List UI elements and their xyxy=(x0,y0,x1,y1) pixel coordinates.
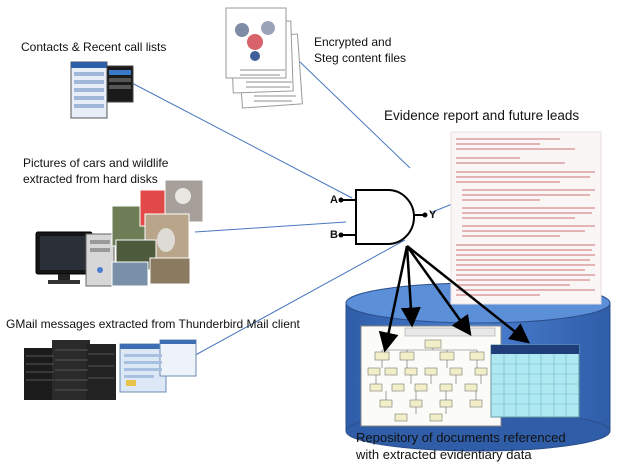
encrypted-label-line2: Steg content files xyxy=(314,51,407,65)
pictures-label-line2: extracted from hard disks xyxy=(23,172,158,186)
encrypted-label-line1: Encrypted and xyxy=(314,35,392,49)
connector-contacts xyxy=(129,81,353,199)
connector-lines xyxy=(129,61,463,359)
and-gate-icon xyxy=(338,189,428,245)
contacts-label: Contacts & Recent call lists xyxy=(21,40,167,54)
mail-client-icon xyxy=(119,339,197,393)
gate-input-a: A xyxy=(330,194,338,206)
connector-pictures xyxy=(194,221,347,233)
computer-tower-icon xyxy=(35,231,115,287)
evidence-report-document xyxy=(450,131,602,305)
pictures-label-line1: Pictures of cars and wildlife xyxy=(23,156,169,170)
repository-label-line1: Repository of documents referenced xyxy=(356,430,566,445)
output-arrows xyxy=(378,245,530,353)
phone-screenshots-icon xyxy=(70,61,134,119)
server-rack-icon xyxy=(24,340,116,400)
document-stack-icon xyxy=(225,7,303,109)
evidence-label: Evidence report and future leads xyxy=(384,108,580,123)
gmail-label: GMail messages extracted from Thunderbir… xyxy=(6,317,300,331)
connector-gmail xyxy=(189,239,406,359)
org-chart-icon xyxy=(360,325,502,427)
gate-input-b: B xyxy=(330,229,338,241)
photo-collage-icon xyxy=(111,179,204,287)
repository-label-line2: with extracted evidentiary data xyxy=(356,447,532,462)
gate-output-y: Y xyxy=(429,209,437,221)
connector-encrypted xyxy=(299,61,411,169)
calendar-icon xyxy=(490,344,580,418)
